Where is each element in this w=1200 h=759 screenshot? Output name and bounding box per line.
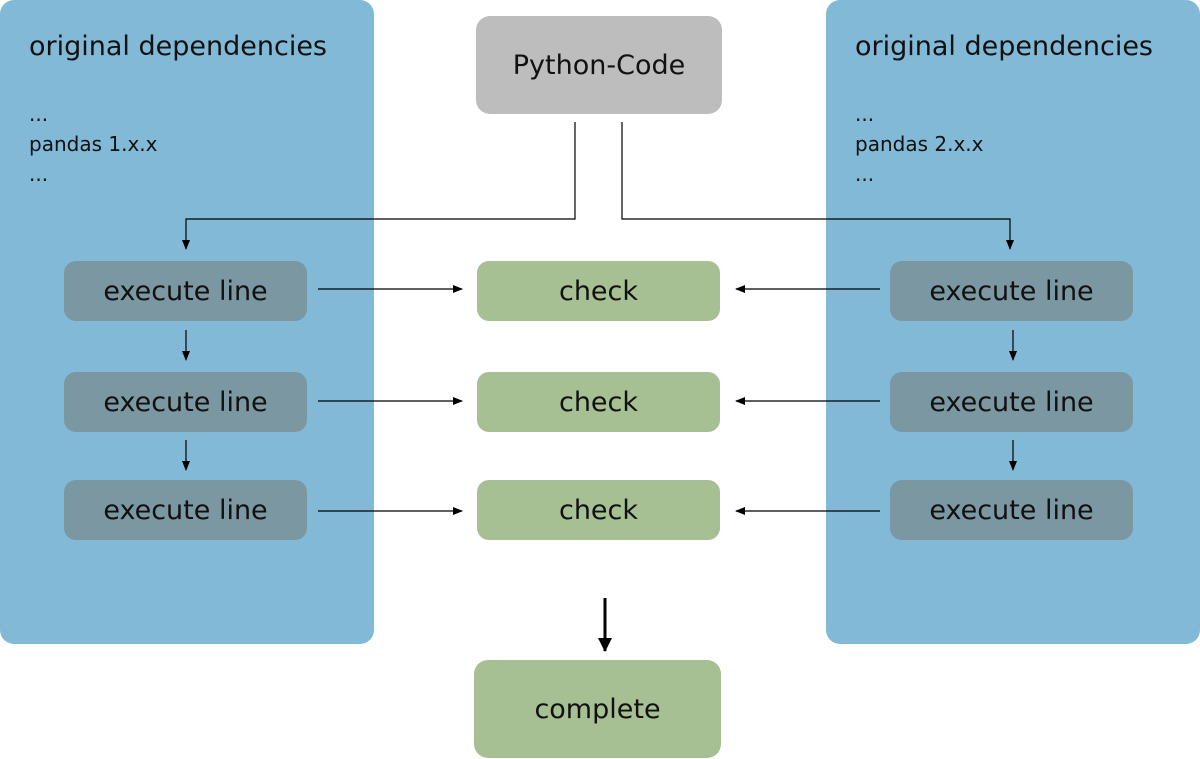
right-panel-title: original dependencies	[855, 31, 1154, 62]
right-dep-pandas: pandas 2.x.x	[855, 132, 984, 156]
right-dep-item: ...	[855, 162, 875, 186]
complete-box: complete	[474, 660, 721, 758]
left-execute-line-2: execute line	[64, 372, 307, 432]
check-box-1: check	[477, 261, 720, 321]
left-dep-item: ...	[29, 102, 49, 126]
right-dep-item: ...	[855, 102, 875, 126]
right-execute-line-2: execute line	[890, 372, 1133, 432]
python-code-box: Python-Code	[476, 16, 722, 114]
left-dep-item: ...	[29, 162, 49, 186]
check-box-3: check	[477, 480, 720, 540]
left-execute-line-3: execute line	[64, 480, 307, 540]
code-to-left-arrow	[182, 122, 576, 250]
left-dep-pandas: pandas 1.x.x	[29, 132, 158, 156]
left-execute-line-1: execute line	[64, 261, 307, 321]
right-execute-line-3: execute line	[890, 480, 1133, 540]
right-execute-line-1: execute line	[890, 261, 1133, 321]
left-panel-title: original dependencies	[29, 31, 328, 62]
check-box-2: check	[477, 372, 720, 432]
code-to-right-arrow	[621, 122, 1014, 250]
right-environment-panel: original dependencies ... pandas 2.x.x .…	[826, 0, 1200, 644]
